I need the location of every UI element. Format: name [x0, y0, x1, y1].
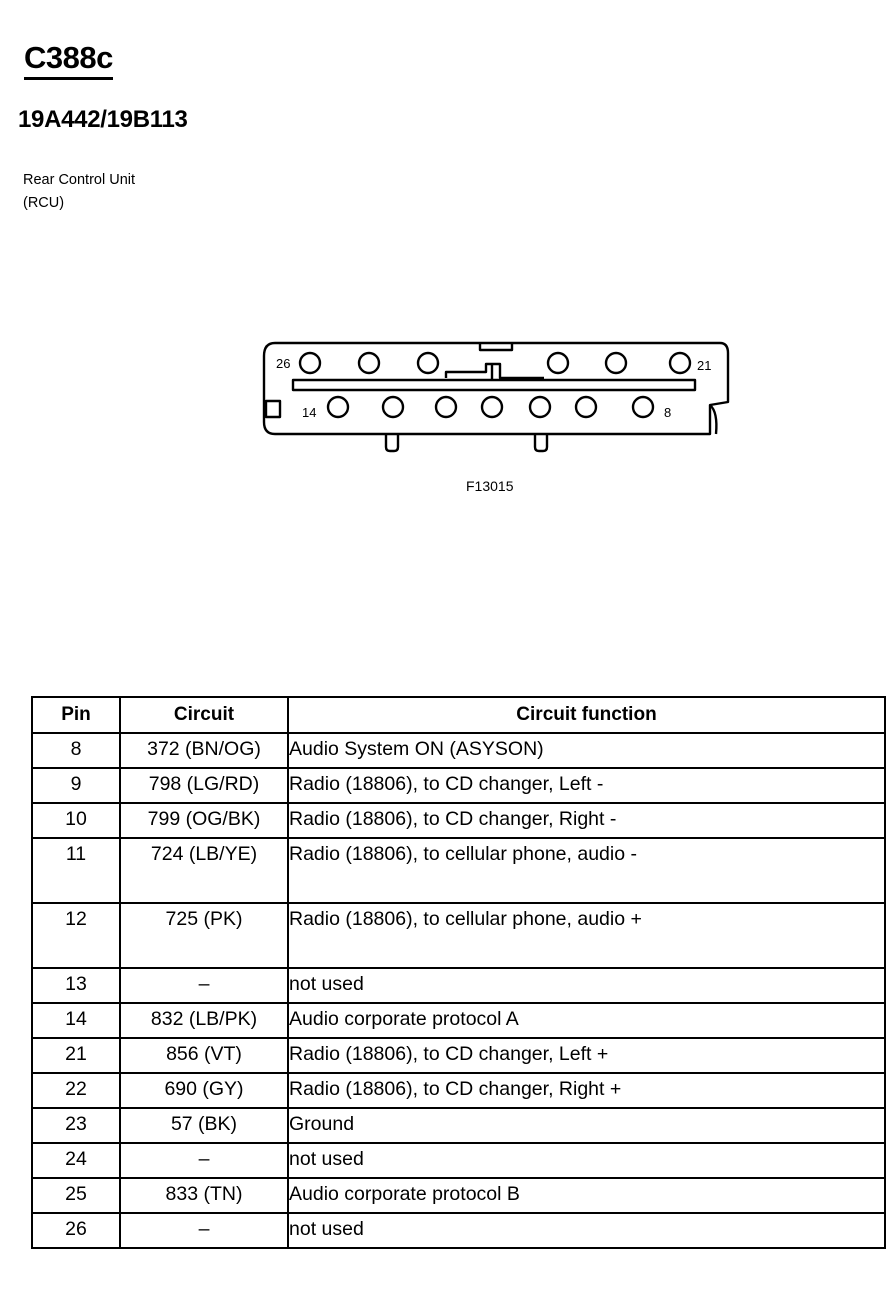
connector-center-bar — [291, 378, 697, 392]
table-row: 23 57 (BK) Ground — [31, 1107, 886, 1144]
pin-label-top-right: 21 — [697, 358, 711, 373]
pin-cell: 14 — [31, 1002, 121, 1039]
table-row: 25 833 (TN) Audio corporate protocol B — [31, 1177, 886, 1214]
pin-cell: 25 — [31, 1177, 121, 1214]
function-cell: not used — [287, 1142, 886, 1179]
circuit-cell: 833 (TN) — [119, 1177, 289, 1214]
header-circuit: Circuit — [119, 696, 289, 734]
pin-label-bottom-right: 8 — [664, 405, 671, 420]
circuit-cell: 725 (PK) — [119, 902, 289, 969]
pin-cell: 12 — [31, 902, 121, 969]
header-pin: Pin — [31, 696, 121, 734]
component-abbreviation: (RCU) — [23, 195, 65, 211]
circuit-cell: 832 (LB/PK) — [119, 1002, 289, 1039]
connector-center-key — [444, 362, 544, 380]
part-number: 19A442/19B113 — [18, 106, 188, 133]
pin-cell: 13 — [31, 967, 121, 1004]
function-cell: Radio (18806), to CD changer, Left - — [287, 767, 886, 804]
component-name: Rear Control Unit — [23, 172, 136, 188]
pin-cell: 22 — [31, 1072, 121, 1109]
connector-housing — [262, 341, 730, 436]
pin-cell: 10 — [31, 802, 121, 839]
function-cell: Audio corporate protocol B — [287, 1177, 886, 1214]
pin-label-bottom-left: 14 — [302, 405, 316, 420]
table-row: 10 799 (OG/BK) Radio (18806), to CD chan… — [31, 802, 886, 839]
mounting-pin-right — [533, 434, 549, 453]
table-row: 12 725 (PK) Radio (18806), to cellular p… — [31, 902, 886, 969]
function-cell: Radio (18806), to CD changer, Right - — [287, 802, 886, 839]
function-cell: Radio (18806), to CD changer, Right + — [287, 1072, 886, 1109]
table-row: 9 798 (LG/RD) Radio (18806), to CD chang… — [31, 767, 886, 804]
connector-face-diagram: 26 21 14 8 — [262, 341, 730, 453]
pin-cavities — [298, 351, 692, 419]
function-cell: not used — [287, 967, 886, 1004]
table-row: 26 – not used — [31, 1212, 886, 1249]
circuit-cell: 372 (BN/OG) — [119, 732, 289, 769]
function-cell: not used — [287, 1212, 886, 1249]
circuit-cell: – — [119, 967, 289, 1004]
pin-cell: 11 — [31, 837, 121, 904]
table-row: 14 832 (LB/PK) Audio corporate protocol … — [31, 1002, 886, 1039]
table-row: 8 372 (BN/OG) Audio System ON (ASYSON) — [31, 732, 886, 769]
pin-cell: 9 — [31, 767, 121, 804]
circuit-cell: 798 (LG/RD) — [119, 767, 289, 804]
pin-cell: 21 — [31, 1037, 121, 1074]
pin-cell: 26 — [31, 1212, 121, 1249]
function-cell: Radio (18806), to CD changer, Left + — [287, 1037, 886, 1074]
circuit-cell: 799 (OG/BK) — [119, 802, 289, 839]
header-circuit-function: Circuit function — [287, 696, 886, 734]
pin-cell: 23 — [31, 1107, 121, 1144]
circuit-cell: 57 (BK) — [119, 1107, 289, 1144]
connector-left-tab — [264, 399, 282, 419]
connector-right-hook — [709, 404, 718, 435]
table-header-row: Pin Circuit Circuit function — [31, 696, 886, 734]
figure-code: F13015 — [466, 478, 514, 494]
function-cell: Audio System ON (ASYSON) — [287, 732, 886, 769]
connector-id: C388c — [24, 40, 113, 80]
table-row: 13 – not used — [31, 967, 886, 1004]
circuit-cell: – — [119, 1142, 289, 1179]
pin-table: Pin Circuit Circuit function 8 372 (BN/O… — [31, 696, 886, 1249]
mounting-pin-left — [384, 434, 400, 453]
circuit-cell: 856 (VT) — [119, 1037, 289, 1074]
pin-cell: 24 — [31, 1142, 121, 1179]
table-row: 24 – not used — [31, 1142, 886, 1179]
function-cell: Radio (18806), to cellular phone, audio … — [287, 837, 886, 904]
pin-label-top-left: 26 — [276, 356, 290, 371]
table-row: 21 856 (VT) Radio (18806), to CD changer… — [31, 1037, 886, 1074]
circuit-cell: 690 (GY) — [119, 1072, 289, 1109]
table-row: 22 690 (GY) Radio (18806), to CD changer… — [31, 1072, 886, 1109]
connector-latch — [478, 343, 514, 352]
pin-cell: 8 — [31, 732, 121, 769]
circuit-cell: 724 (LB/YE) — [119, 837, 289, 904]
circuit-cell: – — [119, 1212, 289, 1249]
table-row: 11 724 (LB/YE) Radio (18806), to cellula… — [31, 837, 886, 904]
function-cell: Ground — [287, 1107, 886, 1144]
function-cell: Radio (18806), to cellular phone, audio … — [287, 902, 886, 969]
function-cell: Audio corporate protocol A — [287, 1002, 886, 1039]
